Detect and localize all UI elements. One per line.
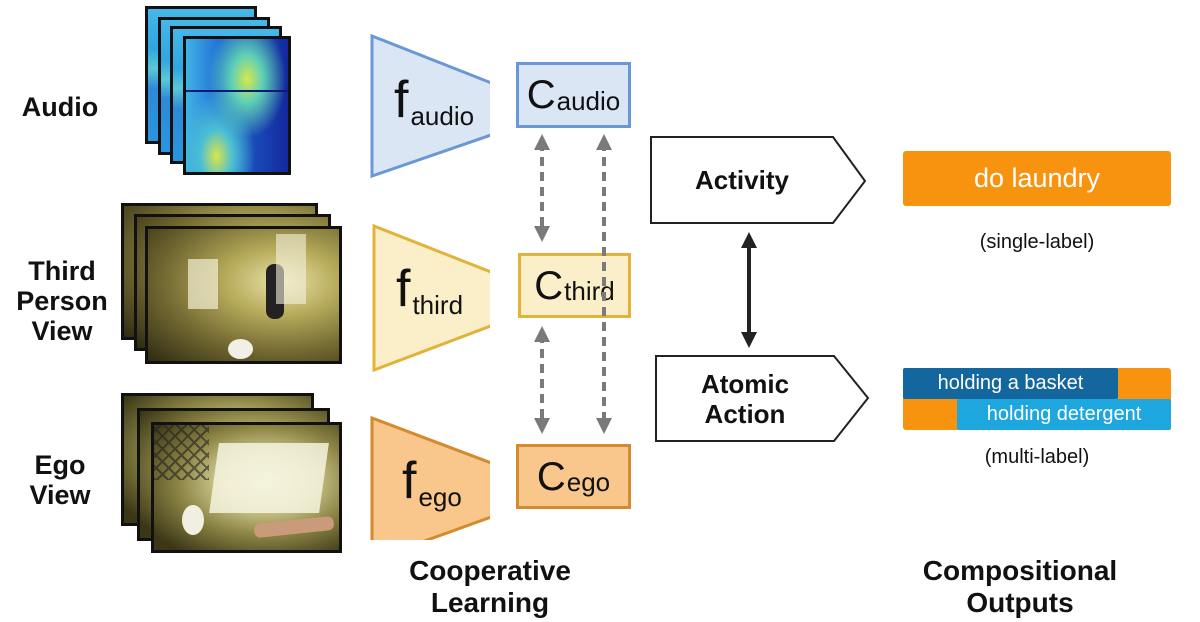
- classifier-audio-c: C: [526, 73, 556, 117]
- classifier-third-c: C: [534, 263, 564, 308]
- encoder-ego-label: fego: [402, 455, 462, 515]
- encoder-third-f: f: [396, 260, 411, 318]
- modality-label-third-line1: Third: [28, 256, 96, 286]
- encoder-third-label: fthird: [396, 263, 463, 323]
- activity-output-note: (single-label): [979, 231, 1095, 253]
- atomic-output-note: (multi-label): [984, 446, 1090, 468]
- task-atomic-line2: Action: [704, 399, 786, 429]
- modality-label-ego: Ego View: [10, 450, 110, 510]
- task-atomic-label: Atomic Action: [656, 369, 834, 429]
- modality-label-third-line3: View: [31, 316, 93, 346]
- cooperative-caption-line1: Cooperative: [409, 555, 571, 586]
- encoder-ego-shape: [370, 415, 490, 540]
- classifier-audio-sub: audio: [556, 85, 621, 116]
- encoder-audio-sub: audio: [410, 101, 475, 131]
- modality-label-audio: Audio: [10, 92, 110, 122]
- encoder-audio-shape: [370, 33, 490, 179]
- modality-label-third-line2: Person: [16, 286, 108, 316]
- outputs-caption-line2: Outputs: [966, 587, 1074, 618]
- atomic-output-labels: holding a basket holding detergent: [903, 368, 1171, 430]
- classifier-ego-sub: ego: [566, 467, 611, 497]
- atomic-label-holding-basket: holding a basket: [903, 368, 1118, 399]
- atomic-label-holding-detergent: holding detergent: [957, 399, 1171, 430]
- task-activity-label: Activity: [695, 165, 789, 195]
- encoder-audio-f: f: [394, 71, 409, 129]
- task-atomic-shape: [655, 355, 870, 442]
- compositional-outputs-caption: Compositional Outputs: [890, 555, 1150, 619]
- video-frame-front: [151, 422, 342, 553]
- task-activity-shape: [650, 136, 867, 224]
- outputs-caption-line1: Compositional: [922, 555, 1118, 586]
- activity-output-label: do laundry: [903, 151, 1171, 206]
- task-atomic-line1: Atomic: [700, 369, 790, 399]
- encoder-ego-sub: ego: [418, 482, 462, 512]
- spectrogram-frame-front: [183, 36, 291, 175]
- encoder-audio-label: faudio: [394, 74, 474, 134]
- modality-label-audio-text: Audio: [21, 92, 99, 122]
- encoder-third-shape: [372, 223, 490, 373]
- encoder-ego-f: f: [402, 452, 417, 510]
- encoder-shapes: [370, 33, 490, 540]
- cooperative-learning-caption: Cooperative Learning: [370, 555, 610, 619]
- modality-label-ego-line2: View: [29, 480, 91, 510]
- encoder-third-sub: third: [412, 290, 464, 320]
- cooperative-caption-line2: Learning: [430, 587, 550, 618]
- modality-label-third: Third Person View: [12, 256, 112, 346]
- video-frame-front: [145, 226, 342, 364]
- modality-label-ego-line1: Ego: [34, 450, 86, 480]
- classifier-ego-c: C: [536, 454, 566, 499]
